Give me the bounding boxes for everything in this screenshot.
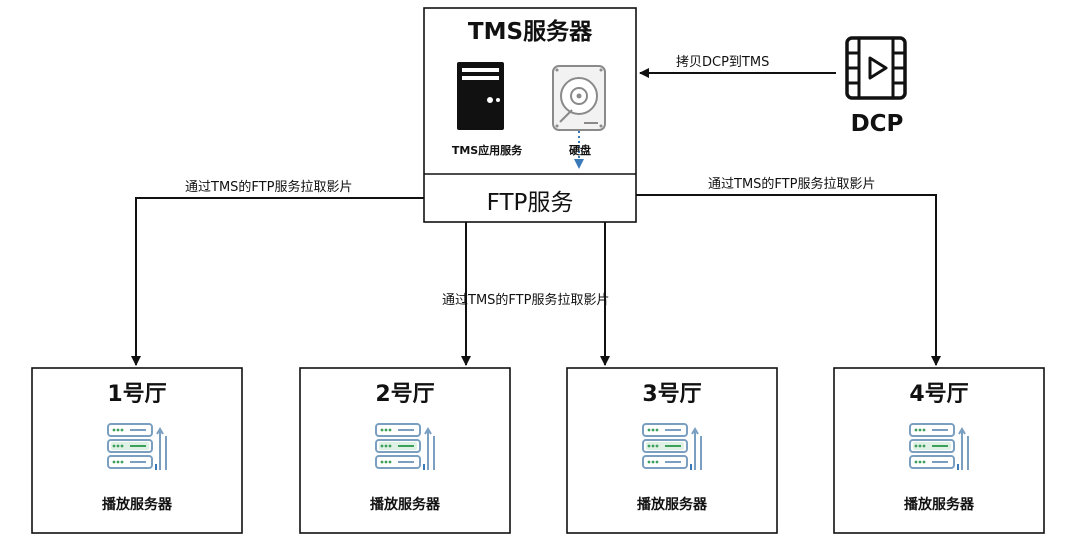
pull-label-right: 通过TMS的FTP服务拉取影片 [708, 177, 876, 192]
playback-server-label: 播放服务器 [102, 497, 172, 513]
hard-disk-icon [552, 65, 606, 131]
ftp-service-label: FTP服务 [486, 190, 574, 216]
tms-server-title: TMS服务器 [467, 19, 593, 45]
pull-label-left: 通过TMS的FTP服务拉取影片 [185, 180, 353, 195]
film-strip-icon [845, 36, 907, 100]
copy-dcp-label: 拷贝DCP到TMS [676, 55, 770, 70]
pull-label-center: 通过TMS的FTP服务拉取影片 [442, 293, 610, 308]
connector-hall-1 [131, 197, 424, 366]
playback-server-label: 播放服务器 [370, 497, 440, 513]
hall-name: 2号厅 [375, 382, 435, 407]
connector-hall-4 [636, 194, 941, 366]
dcp-label: DCP [850, 111, 904, 137]
playback-server-label: 播放服务器 [637, 497, 707, 513]
hall-name: 3号厅 [642, 382, 702, 407]
hall-name: 1号厅 [107, 382, 167, 407]
hard-disk-label: 硬盘 [569, 144, 591, 157]
playback-server-label: 播放服务器 [904, 497, 974, 513]
hall-name: 4号厅 [909, 382, 969, 407]
tms-app-service-label: TMS应用服务 [451, 144, 523, 157]
tower-server-icon [457, 62, 504, 130]
